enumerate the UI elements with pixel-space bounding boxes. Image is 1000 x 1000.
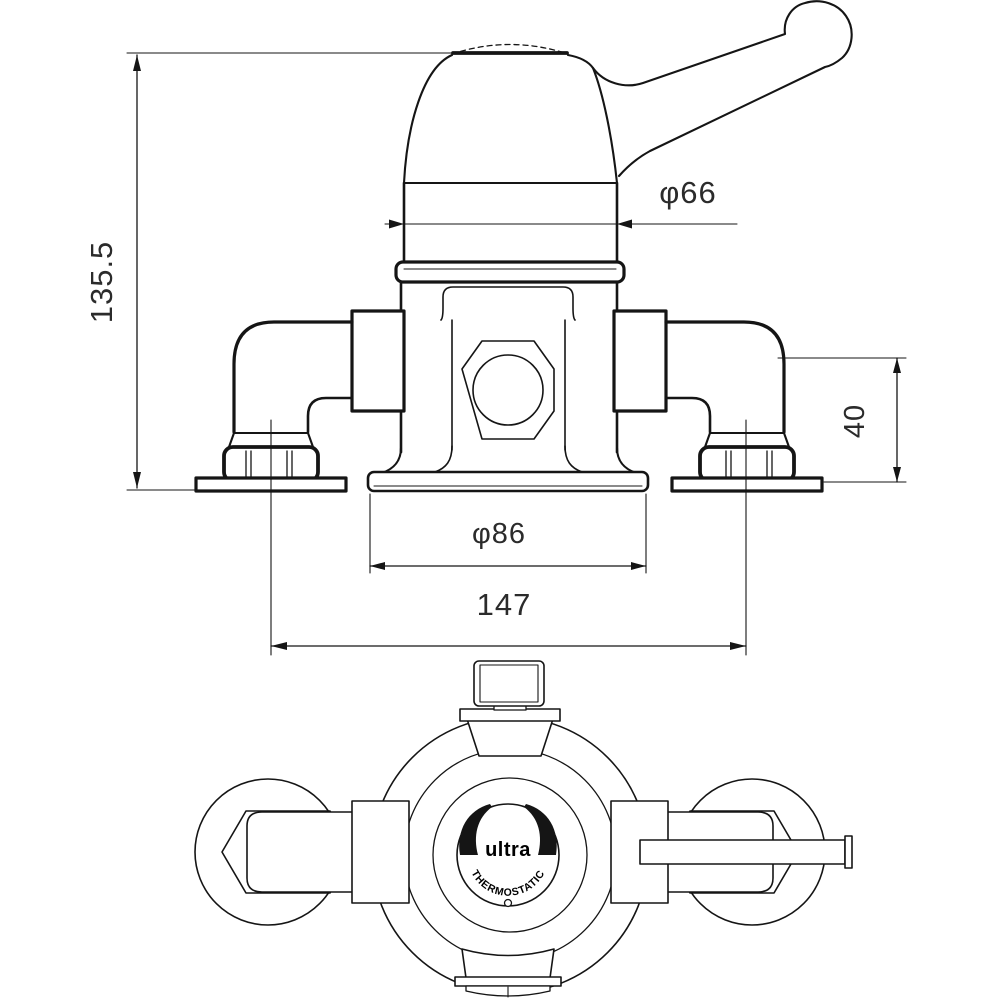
- spindle-circle: [472, 354, 544, 426]
- right-wall-plate: [670, 476, 824, 493]
- arrowhead-down: [893, 467, 901, 482]
- right-inlet-block: [612, 309, 668, 413]
- right-elbow-outer: [664, 320, 786, 434]
- left-pipe-body: [246, 811, 354, 893]
- front-elevation-view: 135.5 φ66: [84, 0, 907, 656]
- left-flare-b: [306, 431, 315, 449]
- retaining-nut-octagon: [461, 340, 555, 440]
- control-knob-dome: [402, 43, 619, 185]
- bottom-tab: [454, 948, 562, 998]
- tab-flange-bar: [454, 976, 562, 987]
- brand-logo-text: ultra: [485, 839, 531, 861]
- outlet-thread-inner: [479, 664, 539, 703]
- right-inlet-assembly: [612, 309, 824, 656]
- boss-cap: [440, 286, 576, 321]
- right-elbow-inner: [664, 396, 712, 434]
- lever-bar-plan: [639, 839, 846, 865]
- left-crescent-mark: [459, 804, 492, 855]
- left-flange-assembly: [194, 778, 410, 926]
- arrowhead-left: [617, 219, 632, 229]
- right-flange-assembly: [610, 778, 853, 926]
- left-inlet-block: [350, 309, 406, 413]
- escutcheon-plate: [366, 470, 650, 493]
- tab-neck: [461, 948, 555, 979]
- dim-plate-label: φ86: [472, 518, 526, 550]
- lever-handle: [591, 0, 853, 178]
- body-inner-ring: [432, 777, 588, 933]
- body-left-flare: [380, 446, 403, 475]
- collar-band: [394, 260, 626, 284]
- outlet-neck: [466, 718, 554, 757]
- plan-view: ultra THERMOSTATIC: [194, 660, 853, 998]
- boss-left-foot: [434, 445, 453, 473]
- outlet-thread-block: [473, 660, 545, 707]
- dim-pipe-centres: 147: [270, 587, 747, 650]
- dim-depth-label: 40: [839, 404, 871, 438]
- left-connector-block: [351, 800, 410, 904]
- dim-overall-height: 135.5: [84, 52, 459, 491]
- arrowhead-up: [133, 55, 141, 71]
- plate-edge: [366, 470, 650, 493]
- body-right-flare: [615, 446, 638, 475]
- right-crescent-mark: [524, 804, 557, 855]
- dome-crown-hidden-arc: [451, 43, 569, 55]
- dim-projection-depth: 40: [777, 357, 907, 483]
- dim-plate-diameter: φ86: [369, 493, 647, 574]
- lever-end-cap: [844, 835, 853, 869]
- knob-skirt-cylinder: [402, 181, 619, 264]
- arrowhead-right: [389, 219, 404, 229]
- left-inlet-assembly: [194, 309, 406, 656]
- arrowhead-up: [893, 358, 901, 373]
- dim-height-label: 135.5: [84, 241, 119, 324]
- front-cartridge-boss: [434, 286, 583, 473]
- dial-index-dot: [503, 898, 513, 908]
- temperature-dial-medallion: ultra THERMOSTATIC: [456, 803, 560, 908]
- arrowhead-right: [631, 562, 646, 570]
- dim-knob-label: φ66: [659, 175, 717, 210]
- left-elbow-inner: [306, 396, 354, 434]
- right-union-nut: [698, 445, 796, 483]
- arrowhead-left: [370, 562, 385, 570]
- dome-left-edge: [402, 53, 454, 185]
- collar-ring: [394, 260, 626, 284]
- dim-knob-diameter: φ66: [384, 175, 738, 229]
- arrowhead-left: [271, 642, 287, 650]
- outlet-flange-bar: [459, 708, 561, 722]
- top-outlet-connection: [459, 660, 561, 757]
- arrowhead-right: [730, 642, 746, 650]
- left-elbow-outer: [232, 320, 354, 434]
- right-flare-b: [703, 431, 712, 449]
- right-flare-a: [782, 431, 791, 449]
- dome-right-edge: [566, 53, 619, 185]
- boss-right-foot: [564, 445, 583, 473]
- dim-centres-label: 147: [477, 587, 532, 622]
- left-flare-a: [227, 431, 236, 449]
- arrowhead-down: [133, 472, 141, 488]
